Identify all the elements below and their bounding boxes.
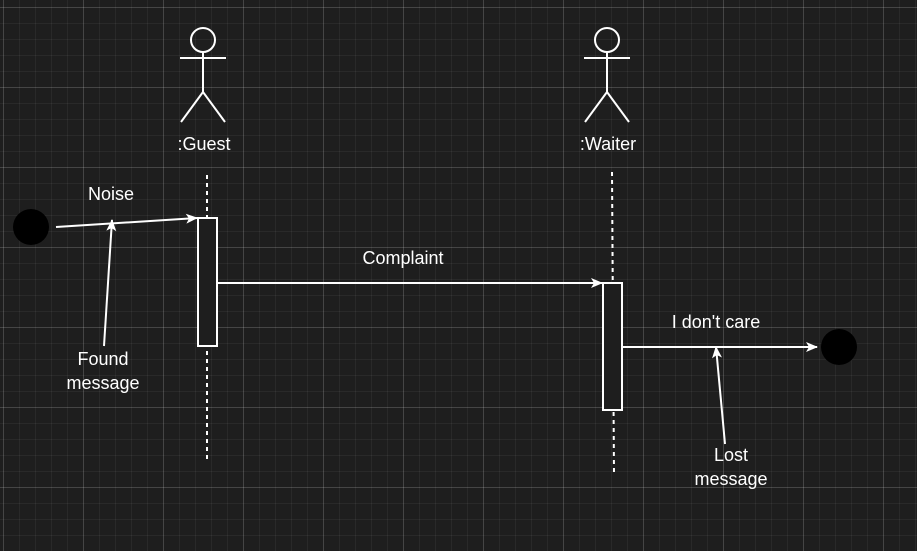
noise-message-label: Noise — [87, 184, 135, 204]
found-annotation-line1: Found — [77, 349, 129, 369]
waiter-activation-bar — [602, 282, 623, 411]
idontcare-message-label: I don't care — [671, 312, 761, 332]
lost-pointer-arrow — [712, 346, 726, 445]
guest-actor-icon — [180, 27, 226, 123]
found-annotation-line2: message — [66, 373, 140, 393]
guest-activation-bar — [197, 217, 218, 347]
lost-annotation-line1: Lost — [713, 445, 749, 465]
found-pointer-arrow — [103, 219, 117, 347]
noise-arrow — [55, 213, 198, 228]
waiter-lifeline-label: :Waiter — [579, 134, 637, 154]
lost-annotation-line2: message — [694, 469, 768, 489]
guest-lifeline-label: :Guest — [177, 134, 231, 154]
found-message-annotation: Found message — [66, 347, 139, 395]
lost-message-annotation: Lost message — [694, 443, 767, 491]
lost-end-point — [821, 329, 857, 365]
found-start-point — [13, 209, 49, 245]
waiter-actor-icon — [584, 27, 630, 123]
complaint-message-label: Complaint — [362, 248, 444, 268]
